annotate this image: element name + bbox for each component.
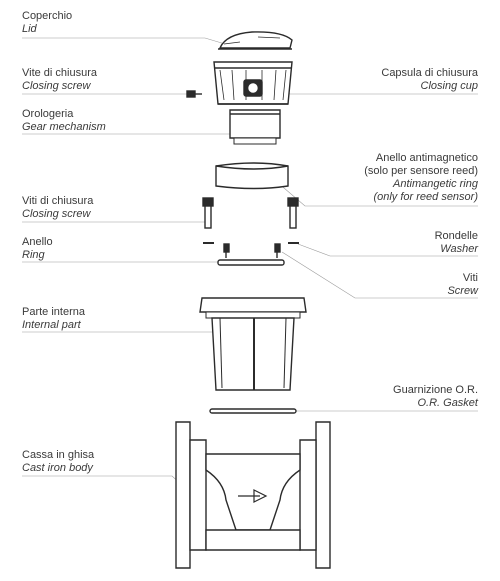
label-antimag-en2: (only for reed sensor) [373,191,478,203]
label-closing-screw-it: Vite di chiusura [22,67,98,79]
leader-cast-body [22,475,191,493]
label-cast-body-en: Cast iron body [22,462,93,474]
label-closing-cup-it: Capsula di chiusura [381,67,478,79]
label-gear: Orologeria Gear mechanism [22,108,106,134]
label-antimag-it2: (solo per sensore reed) [364,165,478,177]
label-washer-en: Washer [440,243,478,255]
label-closing-screws: Viti di chiusura Closing screw [22,195,93,221]
label-ring: Anello Ring [22,236,53,262]
label-screw-en: Screw [447,285,478,297]
ring-part [217,259,285,266]
leader-washer [297,243,478,257]
label-closing-screws-en: Closing screw [22,208,91,220]
label-cast-body-it: Cassa in ghisa [22,449,95,461]
label-lid: Coperchio Lid [22,10,72,36]
label-closing-screw: Vite di chiusura Closing screw [22,67,97,93]
lid-part [218,31,293,50]
label-cast-body: Cassa in ghisa Cast iron body [22,449,94,475]
label-screw-it: Viti [462,272,478,284]
label-antimag-ring: Anello antimagnetico (solo per sensore r… [364,152,478,204]
closing-screws-pair [202,197,299,229]
label-internal-part-it: Parte interna [22,306,85,318]
label-lid-it: Coperchio [22,10,73,22]
label-antimag-it1: Anello antimagnetico [375,152,478,164]
label-closing-cup-en: Closing cup [420,80,478,92]
label-ring-en: Ring [22,249,45,261]
label-internal-part: Parte interna Internal part [22,306,85,332]
label-closing-cup: Capsula di chiusura Closing cup [381,67,478,93]
label-ring-it: Anello [22,236,53,248]
label-gear-it: Orologeria [22,108,74,120]
leader-screw [281,251,478,299]
cast-iron-body-part [175,421,331,569]
gear-mechanism-part [229,109,281,145]
small-closing-screw [186,90,202,98]
label-closing-screws-it: Viti di chiusura [22,195,94,207]
parts [175,31,331,569]
label-gasket-en: O.R. Gasket [417,397,478,409]
label-washer: Rondelle Washer [435,230,478,256]
label-gear-en: Gear mechanism [22,121,106,133]
gasket-part [209,408,297,414]
internal-part [199,297,307,391]
label-screw: Viti Screw [447,272,478,298]
label-lid-en: Lid [22,23,37,35]
leader-lid [22,37,226,45]
label-gasket: Guarnizione O.R. O.R. Gasket [393,384,478,410]
label-gasket-it: Guarnizione O.R. [393,384,478,396]
washers-and-screws [203,242,299,258]
label-washer-it: Rondelle [434,230,478,242]
closing-cup-part [213,61,293,105]
label-internal-part-en: Internal part [22,319,81,331]
antimagnetic-ring-part [215,162,289,190]
label-antimag-en1: Antimangetic ring [393,178,478,190]
leader-lines [22,37,478,493]
label-closing-screw-en: Closing screw [22,80,91,92]
